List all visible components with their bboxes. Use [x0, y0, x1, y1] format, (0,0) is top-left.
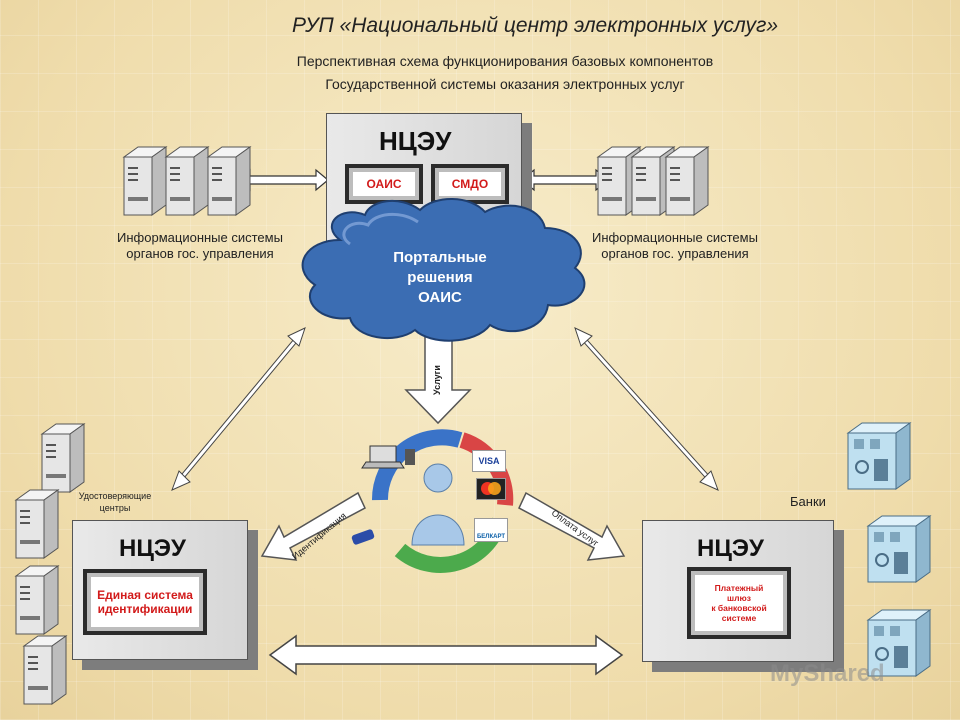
module-identification-line2: идентификации [97, 602, 193, 616]
payment-gateway-line4: системе [721, 613, 757, 623]
bottom-double-arrow [268, 634, 624, 676]
left-systems-label-2: органов гос. управления [126, 246, 274, 261]
module-payment-gateway: Платежный шлюз к банковской системе [687, 567, 791, 639]
watermark: MyShared [770, 660, 885, 687]
module-smdo: СМДО [431, 164, 509, 204]
payment-gateway-line3: к банковской [711, 603, 767, 613]
module-identification: Единая система идентификации [83, 569, 207, 635]
identification-arrow [260, 491, 366, 561]
module-identification-line1: Единая система [97, 588, 193, 602]
right-systems-label-1: Информационные системы [592, 230, 758, 245]
payment-gateway-line1: Платежный [714, 583, 764, 593]
top-box-title: НЦЭУ [379, 126, 452, 156]
subtitle-line-2: Государственной системы оказания электро… [325, 76, 685, 92]
payment-gateway-line2: шлюз [727, 593, 751, 603]
module-oais: ОАИС [345, 164, 423, 204]
mastercard-icon [476, 478, 506, 500]
payment-arrow [518, 491, 626, 561]
cert-centers-label-2: центры [99, 503, 131, 513]
page-title: РУП «Национальный центр электронных услу… [292, 14, 779, 37]
cloud-label-2: решения [407, 269, 473, 286]
top-nceu-box: НЦЭУ ОАИС СМДО [326, 113, 522, 255]
cloud-label-3: ОАИС [418, 289, 462, 306]
cloud-label-1: Портальные [393, 249, 487, 266]
right-nceu-box: НЦЭУ Платежный шлюз к банковской системе [642, 520, 834, 662]
services-arrow-label: Услуги [432, 365, 442, 395]
arrow-left-servers [237, 168, 329, 192]
arrow-right-servers [521, 168, 609, 192]
cert-centers-label-1: Удостоверяющие [78, 491, 152, 501]
left-nceu-box: НЦЭУ Единая система идентификации [72, 520, 248, 660]
left-systems-label-1: Информационные системы [117, 230, 283, 245]
left-box-title: НЦЭУ [119, 535, 186, 562]
visa-card: VISA [472, 450, 506, 472]
services-arrow [404, 334, 472, 425]
belkart-card: БЕЛКАРТ [474, 518, 508, 542]
banks-label: Банки [790, 494, 826, 509]
right-systems-label-2: органов гос. управления [601, 246, 749, 261]
right-box-title: НЦЭУ [697, 535, 764, 562]
subtitle-line-1: Перспективная схема функционирования баз… [296, 53, 714, 69]
